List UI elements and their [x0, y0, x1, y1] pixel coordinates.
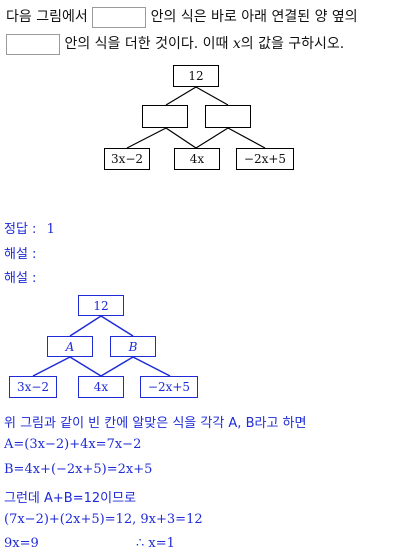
question-var-x: x	[232, 36, 241, 52]
diagram-mid-right-box	[205, 105, 251, 128]
diagram-top-box: 12	[173, 65, 219, 87]
question-text-1a: 다음 그림에서	[6, 9, 88, 25]
solution-line-6a: 9x=9	[4, 536, 39, 551]
solution-line-4: 그런데 A+B=12이므로	[4, 491, 137, 506]
blank-box-inline-1	[92, 6, 147, 28]
answer-line: 정답 : 1	[4, 218, 55, 237]
answer-label: 정답 :	[4, 222, 37, 237]
solution-mid-right-box: B	[110, 336, 156, 357]
question-text-1b: 안의 식은 바로 아래 연결된 양 옆의	[150, 9, 358, 25]
blank-box-inline-2	[6, 33, 60, 55]
diagram-bottom-mid-box: 4x	[174, 148, 220, 170]
answer-value: 1	[46, 222, 55, 237]
solution-bottom-left-box: 3x−2	[9, 376, 57, 398]
solution-line-1: 위 그림과 같이 빈 칸에 알맞은 식을 각각 A, B라고 하면	[4, 416, 307, 431]
explanation-label-2: 해설 :	[4, 271, 37, 286]
solution-line-6b: ∴ x=1	[136, 536, 175, 551]
question-text-2c: 의 값을 구하시오.	[240, 36, 345, 52]
solution-line-5: (7x−2)+(2x+5)=12, 9x+3=12	[4, 512, 203, 527]
question-text-2b: 안의 식을 더한 것이다. 이때	[64, 36, 229, 52]
solution-bottom-right-box: −2x+5	[140, 376, 198, 398]
solution-line-3: B=4x+(−2x+5)=2x+5	[4, 462, 153, 477]
diagram-bottom-right-box: −2x+5	[236, 148, 294, 170]
question-line-1: 다음 그림에서 안의 식은 바로 아래 연결된 양 옆의	[6, 6, 358, 28]
question-line-2: 안의 식을 더한 것이다. 이때 x의 값을 구하시오.	[6, 33, 344, 55]
solution-mid-left-box: A	[47, 336, 93, 357]
diagram-mid-left-box	[142, 105, 188, 128]
solution-line-2: A=(3x−2)+4x=7x−2	[4, 437, 142, 452]
explanation-label-1: 해설 :	[4, 247, 37, 262]
diagram-bottom-left-box: 3x−2	[104, 148, 150, 170]
solution-top-box: 12	[78, 295, 124, 316]
solution-bottom-mid-box: 4x	[78, 376, 124, 398]
